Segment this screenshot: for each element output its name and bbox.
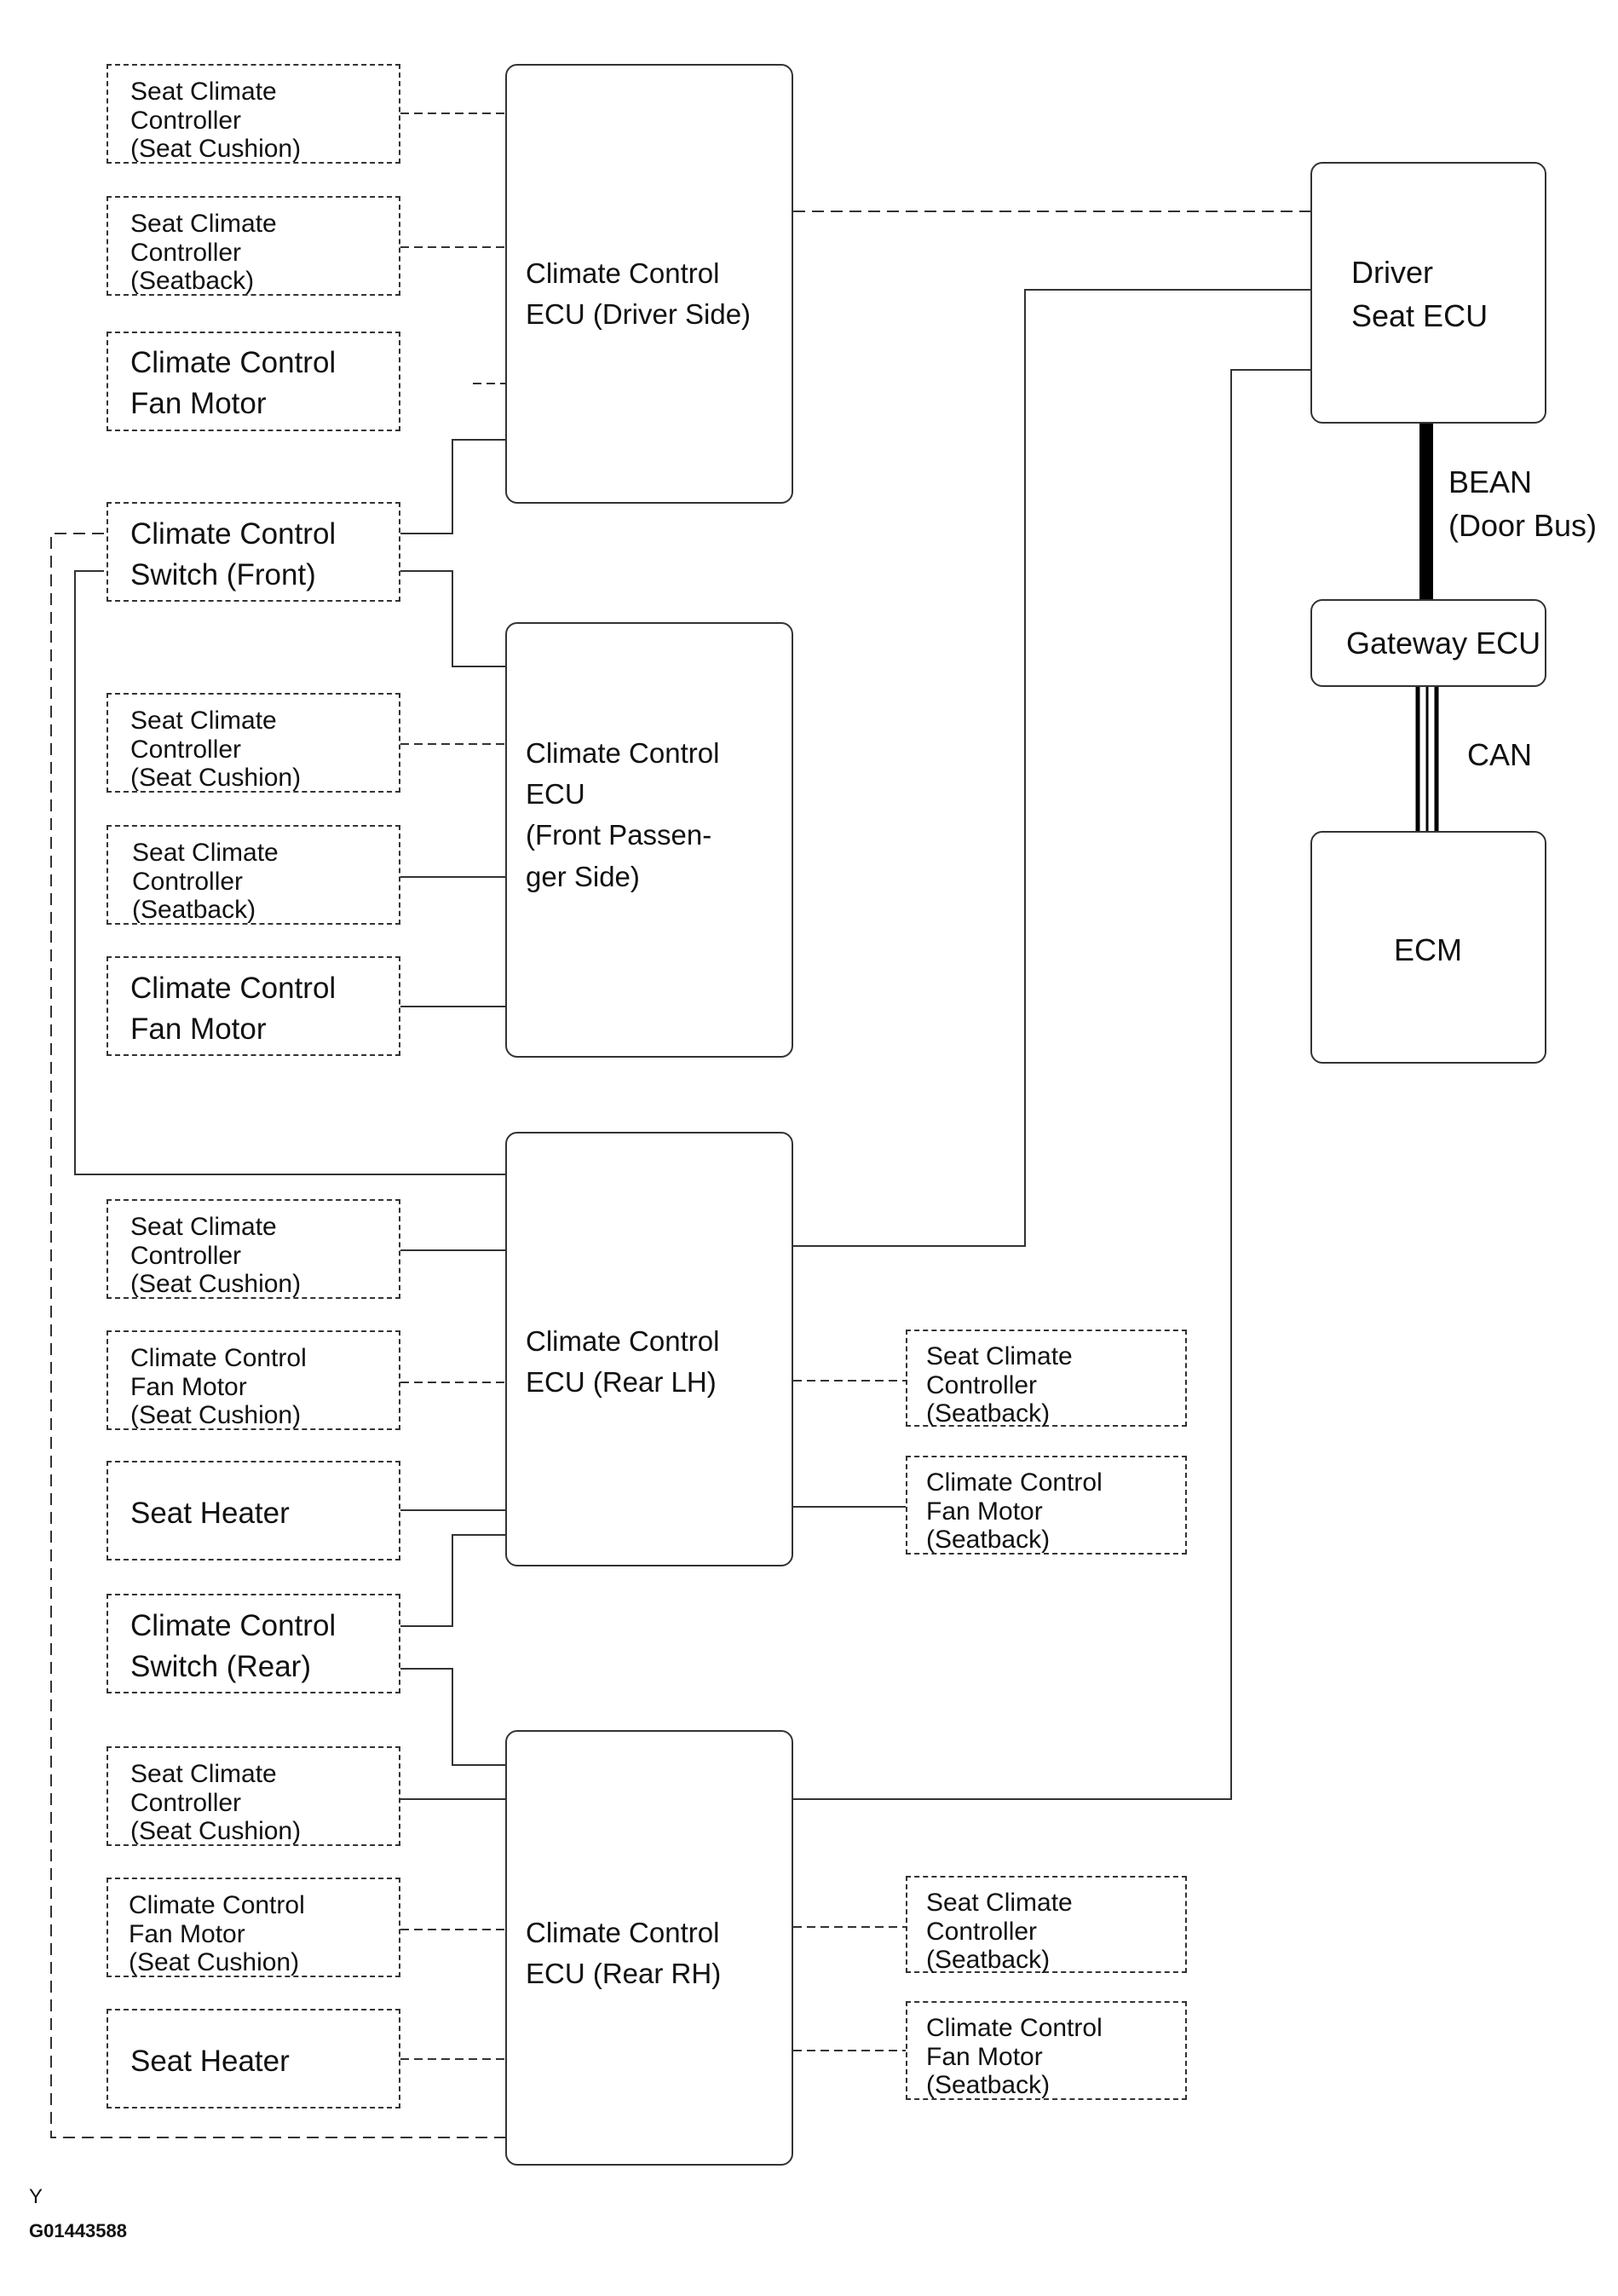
fan-motor-2-box: Climate Control Fan Motor — [107, 956, 400, 1056]
figure-code: G01443588 — [29, 2220, 127, 2241]
seat-climate-controller-seatback-1-box: Seat Climate Controller (Seatback) — [107, 196, 400, 296]
fan-motor-seatback-1-label: Climate Control Fan Motor (Seatback) — [926, 1468, 1103, 1555]
climate-control-ecu-rear-rh-box: Climate Control ECU (Rear RH) — [505, 1730, 793, 2166]
climate-control-ecu-rear-rh-label: Climate Control ECU (Rear RH) — [526, 1917, 722, 1990]
fan-motor-cushion-1-label: Climate Control Fan Motor (Seat Cushion) — [130, 1344, 307, 1430]
footer-mark: Y — [29, 2185, 43, 2208]
can-label: CAN — [1467, 737, 1533, 772]
seat-heater-2-label: Seat Heater — [130, 2045, 290, 2078]
seat-climate-controller-cushion-1-box: Seat Climate Controller (Seat Cushion) — [107, 64, 400, 164]
driver-seat-ecu-box: Driver Seat ECU — [1310, 162, 1546, 424]
seat-heater-2-box: Seat Heater — [107, 2009, 400, 2109]
seat-climate-controller-cushion-4-box: Seat Climate Controller (Seat Cushion) — [107, 1746, 400, 1846]
seat-climate-controller-seatback-1-label: Seat Climate Controller (Seatback) — [130, 210, 277, 296]
seat-climate-controller-cushion-2-label: Seat Climate Controller (Seat Cushion) — [130, 707, 302, 793]
driver-seat-ecu-label: Driver Seat ECU — [1351, 255, 1488, 334]
climate-control-ecu-driver-side-box: Climate Control ECU (Driver Side) — [505, 64, 793, 504]
climate-control-ecu-rear-lh-box: Climate Control ECU (Rear LH) — [505, 1132, 793, 1566]
fan-motor-1-label: Climate Control Fan Motor — [130, 346, 337, 421]
line-bus-left-inner — [74, 570, 505, 1175]
fan-motor-seatback-2-box: Climate Control Fan Motor (Seatback) — [906, 2001, 1187, 2100]
seat-climate-controller-cushion-1-label: Seat Climate Controller (Seat Cushion) — [130, 78, 302, 164]
climate-control-ecu-front-passenger-box: Climate Control ECU (Front Passen- ger S… — [505, 622, 793, 1058]
seat-climate-controller-seatback-2-label: Seat Climate Controller (Seatback) — [132, 839, 279, 925]
fan-motor-cushion-1-box: Climate Control Fan Motor (Seat Cushion) — [107, 1330, 400, 1430]
climate-control-switch-rear-box: Climate Control Switch (Rear) — [107, 1594, 400, 1693]
climate-control-ecu-driver-side-label: Climate Control ECU (Driver Side) — [526, 257, 751, 331]
seat-climate-controller-seatback-4-box: Seat Climate Controller (Seatback) — [906, 1876, 1187, 1975]
seat-heater-1-label: Seat Heater — [130, 1497, 290, 1530]
fan-motor-seatback-1-box: Climate Control Fan Motor (Seatback) — [906, 1456, 1187, 1555]
line-l11-e3 — [400, 1534, 505, 1627]
climate-control-ecu-front-passenger-label: Climate Control ECU (Front Passen- ger S… — [526, 737, 720, 892]
fan-motor-1-box: Climate Control Fan Motor — [107, 332, 400, 431]
seat-climate-controller-cushion-3-box: Seat Climate Controller (Seat Cushion) — [107, 1199, 400, 1299]
fan-motor-seatback-2-label: Climate Control Fan Motor (Seatback) — [926, 2014, 1103, 2100]
climate-control-switch-rear-label: Climate Control Switch (Rear) — [130, 1609, 337, 1684]
climate-control-ecu-rear-lh-label: Climate Control ECU (Rear LH) — [526, 1325, 720, 1399]
seat-climate-controller-cushion-2-box: Seat Climate Controller (Seat Cushion) — [107, 693, 400, 793]
seat-heater-1-box: Seat Heater — [107, 1461, 400, 1560]
ecm-label: ECM — [1394, 932, 1462, 967]
line-l4-e2 — [400, 570, 505, 667]
seat-climate-controller-seatback-3-label: Seat Climate Controller (Seatback) — [926, 1342, 1073, 1428]
climate-control-switch-front-label: Climate Control Switch (Front) — [130, 517, 337, 592]
fan-motor-cushion-2-label: Climate Control Fan Motor (Seat Cushion) — [129, 1891, 305, 1977]
seat-climate-controller-cushion-3-label: Seat Climate Controller (Seat Cushion) — [130, 1213, 302, 1299]
seat-climate-controller-cushion-4-label: Seat Climate Controller (Seat Cushion) — [130, 1760, 302, 1846]
gateway-ecu-label: Gateway ECU — [1346, 626, 1541, 661]
gateway-ecu-box: Gateway ECU — [1310, 599, 1546, 687]
fan-motor-2-label: Climate Control Fan Motor — [130, 972, 337, 1047]
fan-motor-cushion-2-box: Climate Control Fan Motor (Seat Cushion) — [107, 1878, 400, 1977]
line-l11-e4 — [400, 1668, 505, 1766]
line-e3-driver-seat — [793, 289, 1310, 1247]
line-bus-left-outer — [50, 533, 505, 2138]
climate-control-switch-front-box: Climate Control Switch (Front) — [107, 502, 400, 602]
bean-door-bus-label: BEAN (Door Bus) — [1448, 464, 1598, 544]
line-l4-e1 — [400, 439, 505, 534]
ecm-box: ECM — [1310, 831, 1546, 1064]
line-e4-driver-seat — [793, 369, 1310, 1800]
seat-climate-controller-seatback-2-box: Seat Climate Controller (Seatback) — [107, 825, 400, 925]
seat-climate-controller-seatback-3-box: Seat Climate Controller (Seatback) — [906, 1330, 1187, 1428]
seat-climate-controller-seatback-4-label: Seat Climate Controller (Seatback) — [926, 1889, 1073, 1975]
